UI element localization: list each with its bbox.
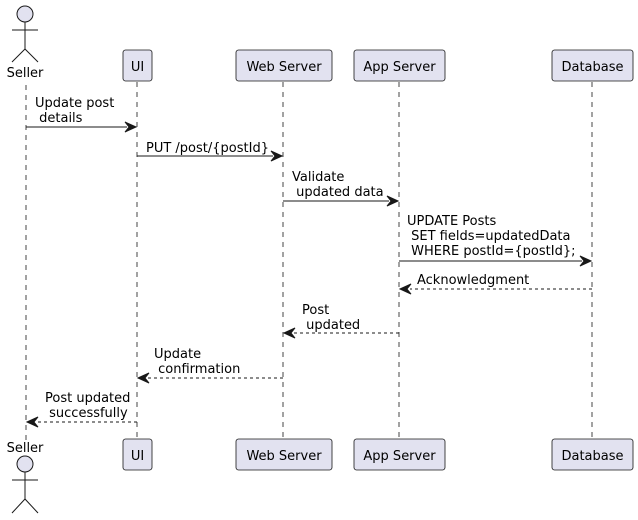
participant-ui-top: UI xyxy=(122,49,153,82)
message-label-line: Validate xyxy=(292,170,344,185)
message-label-line: Acknowledgment xyxy=(417,273,529,288)
message-label-line: details xyxy=(35,111,83,126)
participant-ui-bottom: UI xyxy=(122,438,153,471)
message-4: UPDATE Posts SET fields=updatedData WHER… xyxy=(399,214,593,267)
arrowhead-icon xyxy=(270,150,284,162)
message-label-line: confirmation xyxy=(154,362,240,377)
participant-web-server-bottom: Web Server xyxy=(235,438,333,471)
message-label-line: UPDATE Posts xyxy=(407,214,497,229)
actor-label: Seller xyxy=(7,66,44,81)
participant-database-bottom: Database xyxy=(551,438,634,471)
participant-web-server-top: Web Server xyxy=(235,49,333,82)
actor-left-leg xyxy=(11,498,26,514)
message-label-line: updated data xyxy=(292,185,384,200)
message-label-line: updated xyxy=(302,318,360,333)
message-label-line: Post updated xyxy=(45,391,130,406)
message-label-line: Update xyxy=(154,347,201,362)
participant-label: Database xyxy=(561,449,623,464)
participant-app-server-top: App Server xyxy=(353,49,446,82)
message-label-line: Update post xyxy=(35,96,114,111)
actor-seller-bottom: Seller xyxy=(7,441,44,514)
participant-app-server-bottom: App Server xyxy=(353,438,446,471)
arrowhead-icon xyxy=(398,283,412,295)
participant-box xyxy=(235,49,333,82)
message-6: Post updated xyxy=(282,303,399,339)
message-label-line: successfully xyxy=(45,406,128,421)
participant-label: Database xyxy=(561,60,623,75)
participant-label: UI xyxy=(131,449,144,464)
arrowhead-icon xyxy=(124,121,138,133)
actor-seller-top: Seller xyxy=(7,5,44,81)
participant-box xyxy=(122,438,153,471)
participant-label: Web Server xyxy=(246,449,322,464)
arrowhead-icon xyxy=(386,195,400,207)
message-label-line: Post xyxy=(302,303,329,318)
message-1: Update post details xyxy=(26,96,138,133)
message-5: Acknowledgment xyxy=(398,273,592,295)
participant-box xyxy=(122,49,153,82)
participant-label: App Server xyxy=(363,449,436,464)
message-7: Update confirmation xyxy=(136,347,283,384)
participant-box xyxy=(235,438,333,471)
actor-left-leg xyxy=(11,48,26,63)
participant-box xyxy=(551,49,634,82)
message-8: Post updated successfully xyxy=(25,391,137,428)
participant-database-top: Database xyxy=(551,49,634,82)
actor-right-leg xyxy=(24,498,39,514)
message-label-line: PUT /post/{postId} xyxy=(146,141,269,156)
participant-label: UI xyxy=(131,60,144,75)
participant-label: App Server xyxy=(363,60,436,75)
actor-head-icon xyxy=(16,455,34,473)
actor-label: Seller xyxy=(7,441,44,456)
participant-box xyxy=(353,438,446,471)
arrowhead-icon xyxy=(136,372,150,384)
arrowhead-icon xyxy=(25,416,39,428)
participant-box xyxy=(551,438,634,471)
participant-label: Web Server xyxy=(246,60,322,75)
actor-head-icon xyxy=(16,5,34,23)
message-label-line: SET fields=updatedData xyxy=(407,229,570,244)
arrowhead-icon xyxy=(579,255,593,267)
message-2: PUT /post/{postId} xyxy=(137,141,284,162)
actor-right-leg xyxy=(24,48,39,63)
arrowhead-icon xyxy=(282,327,296,339)
message-label-line: WHERE postId={postId}; xyxy=(407,244,576,259)
message-3: Validate updated data xyxy=(283,170,400,207)
participant-box xyxy=(353,49,446,82)
